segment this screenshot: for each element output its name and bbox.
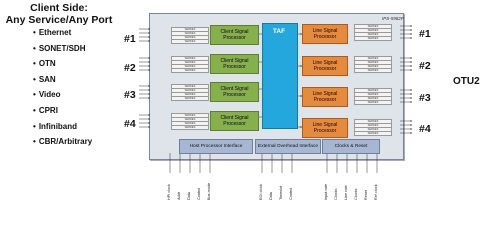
chip-id: IPS-5982P — [382, 16, 404, 21]
pin-label: HPI clock — [167, 183, 171, 200]
service-item: CBR/Arbitrary — [33, 136, 92, 152]
pin-label: Data — [269, 191, 273, 200]
pin-label: Data — [187, 191, 191, 200]
pin-label: Clocks — [334, 188, 338, 200]
service-item: Ethernet — [33, 27, 92, 43]
pin-label: Input rate — [324, 183, 328, 200]
pin-label: Control — [289, 187, 293, 200]
pin-label: Line rate — [344, 185, 348, 200]
pin-label: Ref clock — [374, 184, 378, 200]
serdes-block: SERDES — [354, 36, 392, 41]
pin-lines — [169, 153, 378, 173]
serdes-block: SERDES — [171, 96, 209, 101]
serdes-block: SERDES — [171, 125, 209, 130]
pin-label: Addr — [177, 191, 181, 200]
service-item: CPRI — [33, 105, 92, 121]
serdes-block: SERDES — [354, 100, 392, 105]
client-port-2-label: #2 — [124, 62, 136, 74]
host-processor-interface: Host Processor Interface — [179, 139, 253, 154]
line-port-3-label: #3 — [419, 92, 431, 104]
client-side-title: Client Side: Any Service/Any Port — [0, 2, 118, 26]
serdes-block: SERDES — [354, 131, 392, 136]
line-signal-processor-4: Line Signal Processor — [302, 118, 348, 138]
line-port-2-label: #2 — [419, 60, 431, 72]
client-port-4-label: #4 — [124, 118, 136, 130]
client-side-title-line2: Any Service/Any Port — [5, 14, 113, 26]
line-signal-processor-2: Line Signal Processor — [302, 56, 348, 76]
service-item: Infiniband — [33, 121, 92, 137]
external-overhead-interface: External Overhead Interface — [255, 139, 321, 154]
line-output-arrows — [400, 25, 413, 134]
taf-label: TAF — [272, 28, 286, 35]
client-signal-processor-4: Client Signal Processor — [210, 111, 259, 131]
client-input-arrows — [139, 28, 151, 128]
pin-label: Control — [197, 187, 201, 200]
client-signal-processor-2: Client Signal Processor — [210, 54, 259, 74]
line-port-4-label: #4 — [419, 123, 431, 135]
client-port-3-label: #3 — [124, 89, 136, 101]
pin-label: Timeslot — [279, 185, 283, 200]
line-side-label: OTU2 — [453, 76, 480, 87]
pin-label: EOI clock — [259, 183, 263, 200]
client-port-1-label: #1 — [124, 33, 136, 45]
service-list: Ethernet SONET/SDH OTN SAN Video CPRI In… — [33, 27, 92, 152]
line-port-1-label: #1 — [419, 28, 431, 40]
service-item: Video — [33, 89, 92, 105]
serdes-block: SERDES — [171, 39, 209, 44]
serdes-block: SERDES — [354, 68, 392, 73]
service-item: SONET/SDH — [33, 43, 92, 59]
line-signal-processor-1: Line Signal Processor — [302, 24, 348, 44]
serdes-block: SERDES — [171, 68, 209, 73]
taf-block — [262, 23, 298, 129]
client-signal-processor-3: Client Signal Processor — [210, 82, 259, 102]
service-item: OTN — [33, 58, 92, 74]
pin-label: Clocks — [354, 188, 358, 200]
client-side-title-line1: Client Side: — [30, 2, 88, 14]
client-signal-processor-1: Client Signal Processor — [210, 25, 259, 45]
service-item: SAN — [33, 74, 92, 90]
clocks-reset-interface: Clocks & Reset — [322, 139, 380, 154]
line-signal-processor-3: Line Signal Processor — [302, 87, 348, 107]
pin-label: Bus mode — [207, 182, 211, 200]
pin-label: Reset — [364, 190, 368, 200]
